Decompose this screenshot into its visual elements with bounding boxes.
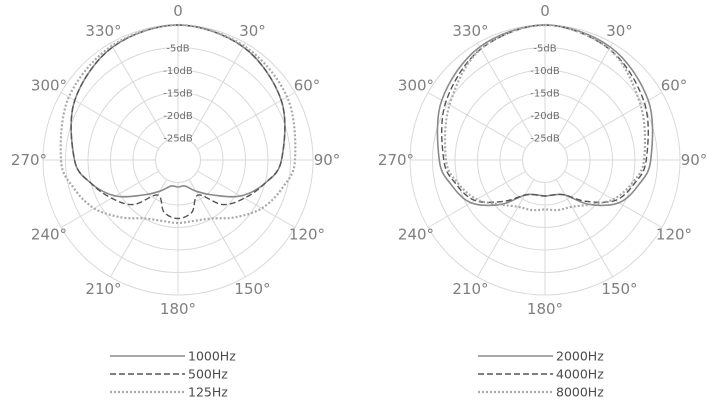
ring-label: -5dB [533,44,556,55]
grid-spoke [188,179,246,278]
legend-label: 2000Hz [556,349,604,364]
angle-label: 90° [681,151,707,169]
angle-label: 300° [398,77,434,95]
ring-label: -10dB [530,66,560,77]
grid-spoke [197,170,296,228]
angle-label: 330° [452,22,488,40]
angle-label: 0 [173,2,183,20]
grid-spoke [427,92,526,150]
ring-label: -15dB [530,89,560,100]
legend: 2000Hz 4000Hz 8000Hz [478,349,604,400]
legend: 1000Hz 500Hz 125Hz [110,349,236,400]
ring-label: -20dB [530,111,560,122]
legend-label: 125Hz [188,385,228,400]
angle-label: 210° [452,280,488,298]
angle-label: 300° [31,77,67,95]
grid-spoke [110,179,168,278]
grid-spoke [477,42,535,141]
angle-label: 30° [239,22,266,40]
angle-label: 150° [234,280,270,298]
angle-label: 150° [601,280,637,298]
series-line-8000Hz [443,23,647,212]
angle-label: 210° [85,280,121,298]
series-line-500Hz [70,24,286,220]
ring-label: -10dB [163,66,193,77]
series-line-125Hz [59,23,297,225]
polar-chart-1: -5dB -10dB -15dB -20dB -25dB 0 30° 60° 90° 120° 15… [11,2,340,400]
ring-label: -15dB [163,89,193,100]
legend-label: 500Hz [188,367,228,382]
grid-spoke [555,42,613,141]
legend-label: 1000Hz [188,349,236,364]
grid-spoke [188,42,246,141]
angle-label: 120° [656,226,692,244]
ring-label: -25dB [530,134,560,145]
angle-label: 180° [160,300,196,318]
angle-label: 60° [661,77,688,95]
grid-spoke [110,42,168,141]
grid-spoke [564,92,663,150]
angle-label: 270° [378,151,414,169]
ring-label: -5dB [166,44,189,55]
grid-spoke [60,92,159,150]
ring-label: -25dB [163,134,193,145]
grid-spoke [60,170,159,228]
angle-label: 180° [527,300,563,318]
legend-label: 4000Hz [556,367,604,382]
angle-label: 240° [31,226,67,244]
angle-label: 0 [540,2,550,20]
angle-label: 30° [606,22,633,40]
angle-label: 270° [11,151,47,169]
ring-label: -20dB [163,111,193,122]
polar-chart-2: -5dB -10dB -15dB -20dB -25dB 0 30° 60° 90° 120° 15… [378,2,707,400]
angle-label: 240° [398,226,434,244]
angle-label: 60° [294,77,321,95]
series-line-4000Hz [441,24,649,204]
polar-grid [42,24,314,296]
grid-spoke [197,92,296,150]
angle-label: 120° [289,226,325,244]
legend-label: 8000Hz [556,385,604,400]
angle-label: 90° [314,151,341,169]
angle-label: 330° [85,22,121,40]
